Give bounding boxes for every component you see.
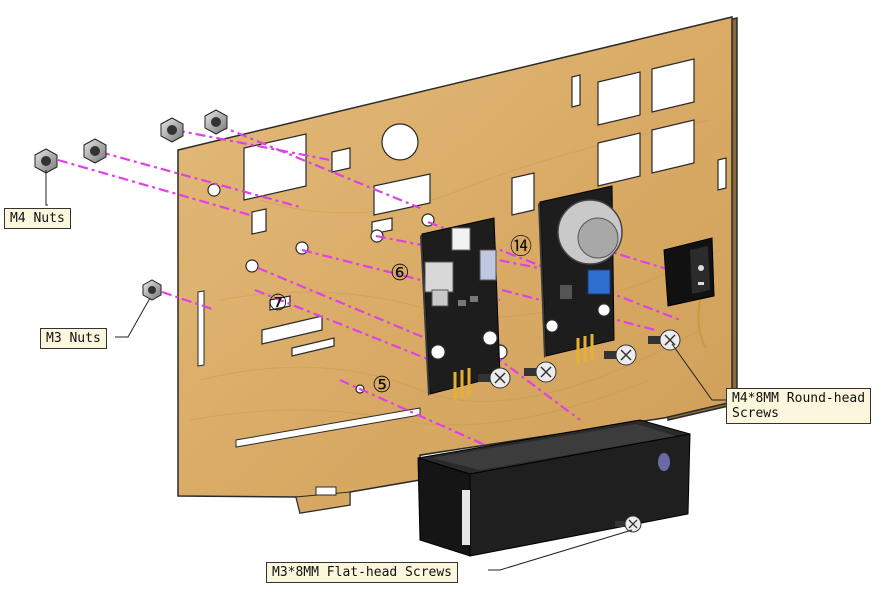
callout-leaders (45, 170, 726, 571)
left-sensor-module (420, 217, 501, 400)
tab-slot (315, 486, 337, 496)
right-gas-sensor-module (538, 185, 623, 364)
m4-nut-icons (34, 109, 228, 174)
step-number-6: ⑥ (390, 261, 410, 286)
label-m4-round-head-screws: M4*8MM Round-head Screws (726, 388, 872, 424)
m4-round-head-screw-icons (478, 329, 681, 389)
battery-box (417, 419, 691, 557)
m3-nut-icon (142, 279, 162, 301)
board-cutouts (207, 58, 727, 394)
m3-flat-head-screw-icon (615, 515, 642, 533)
rocker-switch (663, 237, 715, 349)
step-number-7: ⑦ (268, 291, 288, 316)
label-m3-flat-head-screws: M3*8MM Flat-head Screws (266, 562, 459, 583)
left-vertical-slot (197, 290, 205, 367)
step-number-5: ⑤ (372, 373, 392, 398)
step-number-14: ⑭ (510, 235, 532, 260)
label-m4-nuts: M4 Nuts (4, 208, 71, 229)
label-m3-nuts: M3 Nuts (40, 328, 107, 349)
